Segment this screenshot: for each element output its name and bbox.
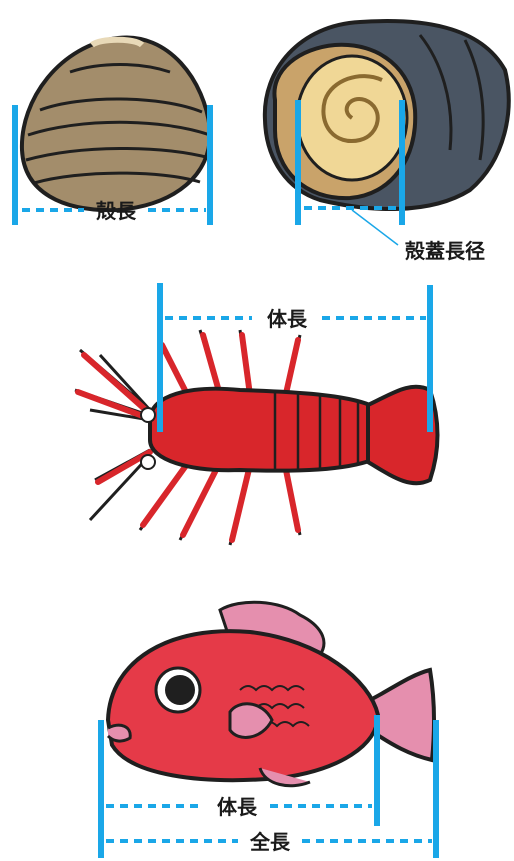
lobster-illustration bbox=[74, 329, 440, 546]
clam-shell-length-label: 殻長 bbox=[96, 199, 137, 223]
fish-body-length-label: 体長 bbox=[217, 795, 258, 819]
clam-illustration bbox=[19, 35, 213, 213]
clam-shell-length-measure bbox=[12, 105, 213, 225]
fish-total-length-label: 全長 bbox=[249, 830, 291, 854]
lobster-body-length-label: 体長 bbox=[267, 307, 308, 331]
snail-illustration bbox=[262, 19, 511, 211]
fish-illustration bbox=[105, 600, 437, 788]
fish-length-measures bbox=[98, 715, 439, 858]
snail-operculum-label: 殻蓋長径 bbox=[405, 239, 485, 263]
snail-operculum-measure bbox=[295, 100, 405, 246]
lobster-body-length-measure bbox=[157, 283, 433, 432]
